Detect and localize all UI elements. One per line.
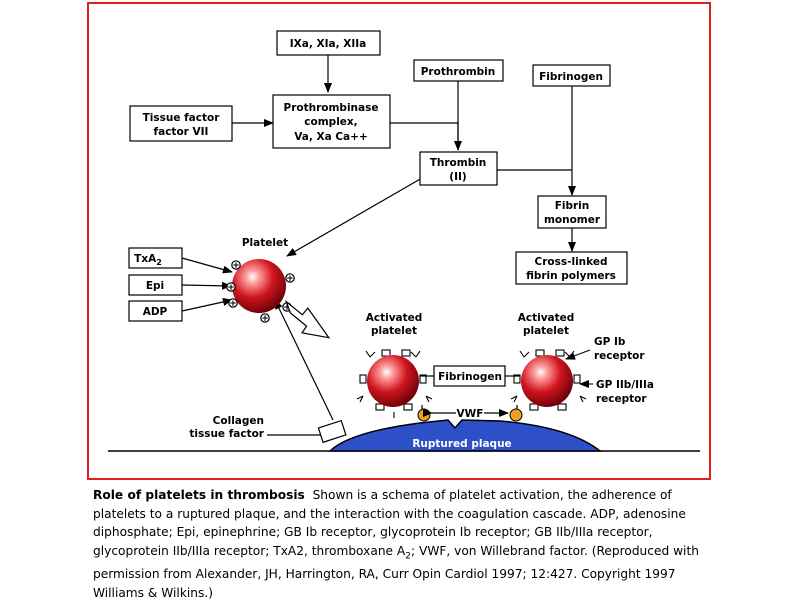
gp-iib-label-1: GP IIb/IIIa bbox=[596, 379, 654, 391]
connectors bbox=[181, 55, 576, 436]
arrow-adp bbox=[181, 298, 233, 312]
svg-text:+: + bbox=[286, 274, 294, 284]
gp-ib-pointer bbox=[565, 349, 591, 360]
plaque-label: Ruptured plaque bbox=[412, 438, 511, 450]
box-tissue-factor: Tissue factor factor VII bbox=[129, 105, 233, 142]
svg-text:Fibrinogen: Fibrinogen bbox=[438, 371, 502, 383]
box-adp: ADP bbox=[128, 300, 183, 322]
gp-iib-label-2: receptor bbox=[596, 393, 647, 405]
svg-text:+: + bbox=[227, 283, 235, 293]
arrow-thrombin-to-platelet bbox=[286, 177, 423, 257]
svg-text:+: + bbox=[229, 299, 237, 309]
platelet-circle bbox=[232, 259, 286, 313]
box-crosslinked: Cross-linked fibrin polymers bbox=[515, 251, 628, 285]
figure-caption: Role of platelets in thrombosis Shown is… bbox=[93, 486, 713, 602]
svg-text:+: + bbox=[283, 303, 291, 313]
arrow-epi bbox=[181, 281, 232, 290]
svg-text:TxA2: TxA2 bbox=[134, 253, 162, 267]
svg-text:+: + bbox=[261, 314, 269, 324]
collagen-label-2: tissue factor bbox=[189, 428, 264, 440]
platelet-label: Platelet bbox=[242, 237, 288, 249]
svg-text:Prothrombinase: Prothrombinase bbox=[284, 102, 379, 114]
arrow-complex-to-thrombin bbox=[390, 122, 462, 151]
box-thrombin: Thrombin (II) bbox=[419, 151, 498, 186]
box-factors: IXa, XIa, XIIa bbox=[276, 30, 381, 56]
svg-text:Cross-linked: Cross-linked bbox=[535, 256, 608, 268]
svg-text:fibrin polymers: fibrin polymers bbox=[526, 270, 616, 282]
gp-ib-label-1: GP Ib bbox=[594, 336, 626, 348]
caption-title: Role of platelets in thrombosis bbox=[93, 488, 305, 502]
box-epi: Epi bbox=[128, 274, 183, 296]
svg-text:Thrombin: Thrombin bbox=[430, 157, 487, 169]
svg-text:ADP: ADP bbox=[143, 306, 168, 318]
svg-text:Va, Xa Ca++: Va, Xa Ca++ bbox=[294, 131, 368, 143]
svg-text:+: + bbox=[232, 261, 240, 271]
activated-platelet-left bbox=[367, 355, 419, 407]
diagram-frame bbox=[87, 2, 711, 480]
svg-text:VWF: VWF bbox=[457, 408, 484, 420]
vwf-link: VWF bbox=[417, 405, 523, 422]
svg-text:Fibrin: Fibrin bbox=[555, 200, 590, 212]
box-fibrinogen-top: Fibrinogen bbox=[532, 64, 611, 87]
ruptured-plaque bbox=[328, 419, 603, 452]
box-fibrin-monomer: Fibrin monomer bbox=[537, 195, 607, 229]
svg-text:IXa, XIa, XIIa: IXa, XIa, XIIa bbox=[290, 38, 366, 50]
svg-text:Epi: Epi bbox=[146, 280, 164, 292]
collagen-label-1: Collagen bbox=[213, 415, 264, 427]
svg-text:Prothrombin: Prothrombin bbox=[421, 66, 496, 78]
activated-left-receptors bbox=[356, 349, 433, 418]
fibrinogen-bridge: Fibrinogen bbox=[420, 365, 520, 387]
activated-right-label-1: Activated bbox=[518, 312, 575, 324]
box-prothrombin: Prothrombin bbox=[413, 59, 504, 82]
gp-ib-label-2: receptor bbox=[594, 350, 645, 362]
arrow-collagen-to-platelet bbox=[274, 299, 334, 421]
svg-text:Tissue factor: Tissue factor bbox=[143, 112, 221, 124]
activated-left-label-1: Activated bbox=[366, 312, 423, 324]
svg-text:monomer: monomer bbox=[544, 214, 601, 226]
svg-text:factor VII: factor VII bbox=[154, 126, 209, 138]
svg-text:complex,: complex, bbox=[304, 116, 357, 128]
activation-arrow bbox=[284, 299, 331, 339]
activated-platelet-right bbox=[521, 355, 573, 407]
svg-text:Fibrinogen: Fibrinogen bbox=[539, 71, 603, 83]
box-txa2: TxA2 bbox=[128, 247, 183, 269]
caption-body-2: ; VWF, von Willebrand factor. (Reproduce… bbox=[93, 543, 699, 600]
svg-text:(II): (II) bbox=[449, 171, 466, 183]
collagen-block bbox=[317, 419, 347, 444]
caption-a2: A2 bbox=[396, 543, 411, 561]
caption-body: Shown is a schema of platelet activation… bbox=[93, 488, 686, 558]
arrow-txa2 bbox=[181, 257, 233, 274]
box-prothrombinase: Prothrombinase complex, Va, Xa Ca++ bbox=[272, 94, 391, 149]
activated-right-label-2: platelet bbox=[523, 325, 569, 337]
activated-left-label-2: platelet bbox=[371, 325, 417, 337]
